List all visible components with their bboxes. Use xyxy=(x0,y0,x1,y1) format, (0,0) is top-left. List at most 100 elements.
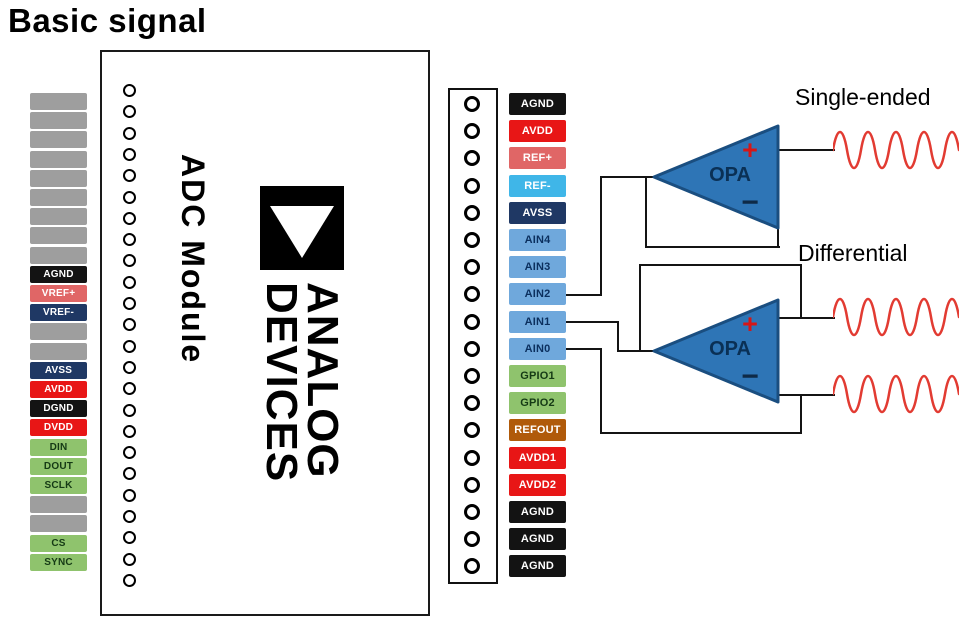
wire xyxy=(778,149,835,151)
left-pin-blank xyxy=(30,189,87,206)
pin-hole xyxy=(123,275,136,289)
brand-line-2: DEVICES xyxy=(257,282,306,483)
page-title: Basic signal xyxy=(8,2,207,39)
right-pin-ain4: AIN4 xyxy=(509,229,566,251)
opamp-single-triangle xyxy=(652,124,780,230)
left-pin-dvdd: DVDD xyxy=(30,419,87,437)
wire xyxy=(800,395,802,434)
connector-hole xyxy=(464,150,480,167)
pin-hole xyxy=(123,169,136,183)
wire xyxy=(617,350,656,352)
wire xyxy=(566,348,602,350)
right-pin-avdd2: AVDD2 xyxy=(509,473,566,496)
wire xyxy=(600,176,602,296)
pin-hole xyxy=(123,446,136,460)
wire xyxy=(778,394,835,396)
right-pin-avss: AVSS xyxy=(509,201,566,224)
left-pin-sync: SYNC xyxy=(30,553,87,571)
right-pin-avdd: AVDD xyxy=(509,120,566,143)
connector-hole xyxy=(464,177,480,194)
wire xyxy=(600,432,802,434)
wire xyxy=(600,176,656,178)
left-pin-blank xyxy=(30,323,87,341)
sine-wave-diff-minus xyxy=(833,374,959,414)
left-pin-blank xyxy=(30,496,87,514)
left-pin-blank xyxy=(30,208,87,226)
wire xyxy=(645,246,780,248)
connector-hole xyxy=(464,340,480,357)
opamp-minus: − xyxy=(741,360,759,393)
pin-hole xyxy=(123,339,136,353)
left-pin-cs: CS xyxy=(30,534,87,552)
right-pin-refout: REFOUT xyxy=(509,419,566,442)
left-pin-blank xyxy=(30,131,87,149)
pin-hole xyxy=(123,552,136,566)
sine-wave-single-ended xyxy=(833,130,959,170)
pin-hole xyxy=(123,573,136,587)
right-pin-ref: REF- xyxy=(509,174,566,197)
connector-hole xyxy=(464,313,480,330)
pin-hole xyxy=(123,190,136,204)
left-pin-blank xyxy=(30,169,87,187)
wire xyxy=(777,212,779,248)
pin-hole xyxy=(123,424,136,438)
wire xyxy=(639,264,802,266)
adc-module-label: ADC Module xyxy=(175,154,211,365)
connector-hole xyxy=(464,558,480,575)
left-pin-avdd: AVDD xyxy=(30,381,87,398)
connector-hole xyxy=(464,96,480,112)
pin-hole xyxy=(123,531,136,545)
connector-hole xyxy=(464,531,480,548)
opamp-plus: + xyxy=(742,135,758,165)
connector-hole xyxy=(464,232,480,248)
left-pin-avss: AVSS xyxy=(30,361,87,379)
pin-hole xyxy=(123,84,136,97)
opamp-minus: − xyxy=(741,186,759,219)
opamp-label: OPA xyxy=(709,338,751,360)
wire xyxy=(800,264,802,319)
pin-hole xyxy=(123,211,136,225)
left-pin-blank xyxy=(30,246,87,264)
connector-hole xyxy=(464,422,480,439)
connector-hole xyxy=(464,368,480,384)
pin-hole xyxy=(123,510,136,523)
adc-board: ADC Module ANALOG DEVICES xyxy=(100,50,430,616)
left-pin-blank xyxy=(30,515,87,533)
left-pin-din: DIN xyxy=(30,438,87,456)
right-pin-gpio1: GPIO1 xyxy=(509,365,566,387)
pin-hole xyxy=(123,105,136,119)
left-pin-blank xyxy=(30,150,87,168)
right-pin-avdd1: AVDD1 xyxy=(509,446,566,469)
left-pin-vref: VREF- xyxy=(30,304,87,322)
pin-hole xyxy=(123,318,136,332)
adi-logo: ANALOG DEVICES xyxy=(242,186,362,506)
connector-hole xyxy=(464,449,480,466)
right-pin-agnd: AGND xyxy=(509,501,566,523)
pin-hole xyxy=(123,233,136,247)
pin-hole xyxy=(123,126,136,140)
brand-text: ANALOG DEVICES xyxy=(257,282,347,483)
left-pin-dgnd: DGND xyxy=(30,400,87,418)
label-differential: Differential xyxy=(798,240,908,266)
connector-hole xyxy=(464,395,480,412)
right-pin-agnd: AGND xyxy=(509,93,566,115)
left-pin-blank xyxy=(30,342,87,360)
opamp-label: OPA xyxy=(709,164,751,186)
connector-hole xyxy=(464,123,480,140)
right-pin-gpio2: GPIO2 xyxy=(509,392,566,415)
left-pin-blank xyxy=(30,112,87,130)
left-pin-agnd: AGND xyxy=(30,265,87,283)
right-pin-agnd: AGND xyxy=(509,555,566,578)
pin-hole xyxy=(123,382,136,396)
left-pin-vref: VREF+ xyxy=(30,285,87,302)
pin-hole xyxy=(123,360,136,374)
wire xyxy=(639,264,641,352)
pin-hole xyxy=(123,488,136,502)
adi-triangle-icon xyxy=(260,186,344,270)
label-single-ended: Single-ended xyxy=(795,84,931,110)
left-pin-blank xyxy=(30,93,87,110)
left-pin-blank xyxy=(30,227,87,245)
